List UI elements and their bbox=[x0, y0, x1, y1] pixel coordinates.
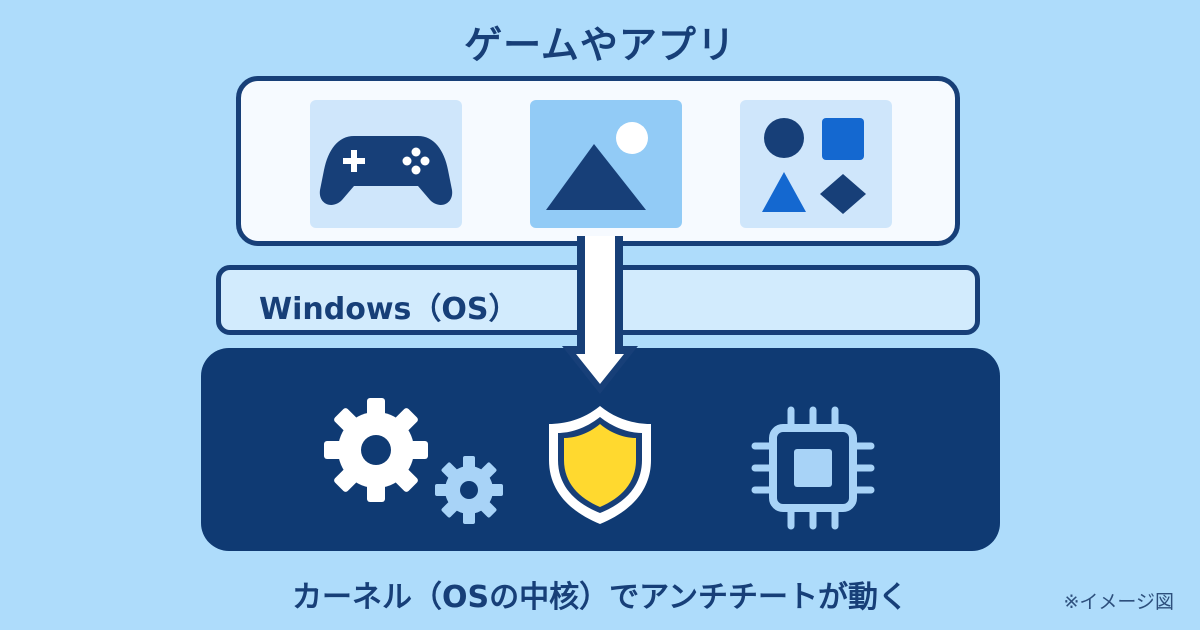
diagram-caption: カーネル（OSの中核）でアンチチートが動く bbox=[292, 580, 908, 615]
shield-icon bbox=[549, 406, 651, 524]
diagram-title: ゲームやアプリ bbox=[464, 23, 736, 67]
shapes-icon bbox=[762, 118, 866, 214]
image-icon bbox=[546, 122, 648, 210]
game-controller-icon bbox=[319, 136, 453, 205]
image-note: ※イメージ図 bbox=[1063, 591, 1174, 613]
app-tile-image bbox=[530, 100, 682, 228]
down-arrow-icon bbox=[562, 236, 638, 394]
app-tile-shapes bbox=[740, 100, 892, 228]
cpu-chip-icon bbox=[751, 406, 875, 530]
gears-icon bbox=[324, 398, 503, 524]
apps-panel bbox=[236, 76, 960, 246]
app-tile-game bbox=[310, 100, 462, 228]
os-label: Windows（OS） bbox=[259, 292, 519, 327]
